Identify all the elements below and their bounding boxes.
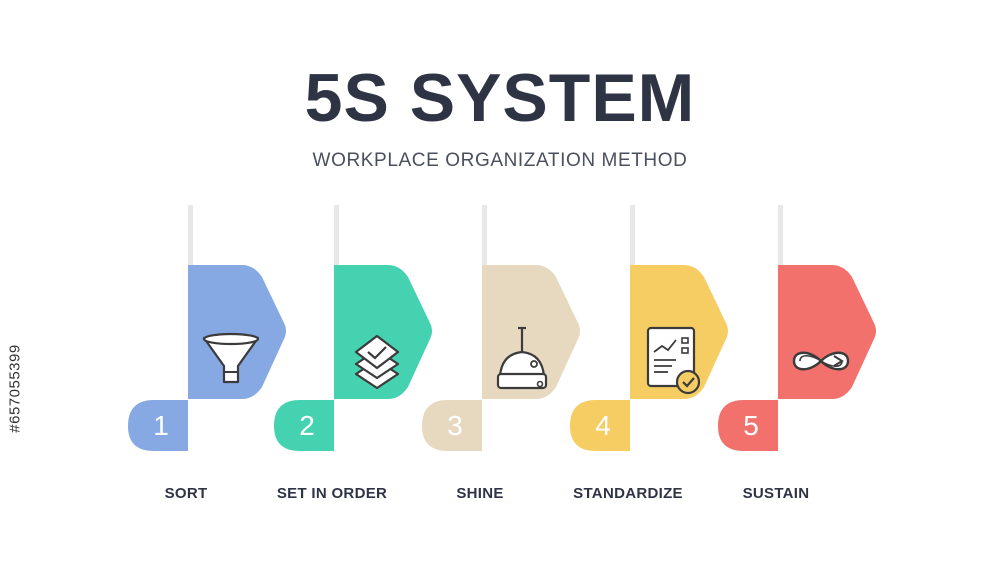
layers-icon — [354, 334, 400, 390]
step-4-label: STANDARDIZE — [573, 485, 683, 502]
step-1-shape — [128, 205, 286, 451]
step-3-number: 3 — [447, 410, 463, 441]
stock-id-text: #657055399 — [6, 344, 24, 433]
funnel-icon — [202, 332, 260, 384]
step-5-card: 5 — [714, 205, 884, 465]
step-5-number: 5 — [743, 410, 759, 441]
page-title: 5S SYSTEM — [304, 60, 696, 136]
step-4-number: 4 — [595, 410, 611, 441]
step-2-label: SET IN ORDER — [276, 485, 388, 502]
step-5-label: SUSTAIN — [742, 485, 810, 502]
infinity-cycle-icon — [792, 351, 850, 371]
step-2-number: 2 — [299, 410, 315, 441]
step-2-card: 2 — [270, 205, 440, 465]
report-check-icon — [646, 326, 701, 395]
page-subtitle: WORKPLACE ORGANIZATION METHOD — [312, 150, 688, 171]
step-2-shape — [274, 205, 432, 451]
step-1-number: 1 — [153, 410, 169, 441]
step-3-card: 3 — [418, 205, 588, 465]
step-3-shape — [422, 205, 580, 451]
step-3-label: SHINE — [456, 485, 504, 502]
step-1-label: SORT — [164, 485, 208, 502]
step-4-card: 4 — [566, 205, 736, 465]
broom-icon — [496, 326, 548, 390]
step-1-card: 1 — [124, 205, 294, 465]
